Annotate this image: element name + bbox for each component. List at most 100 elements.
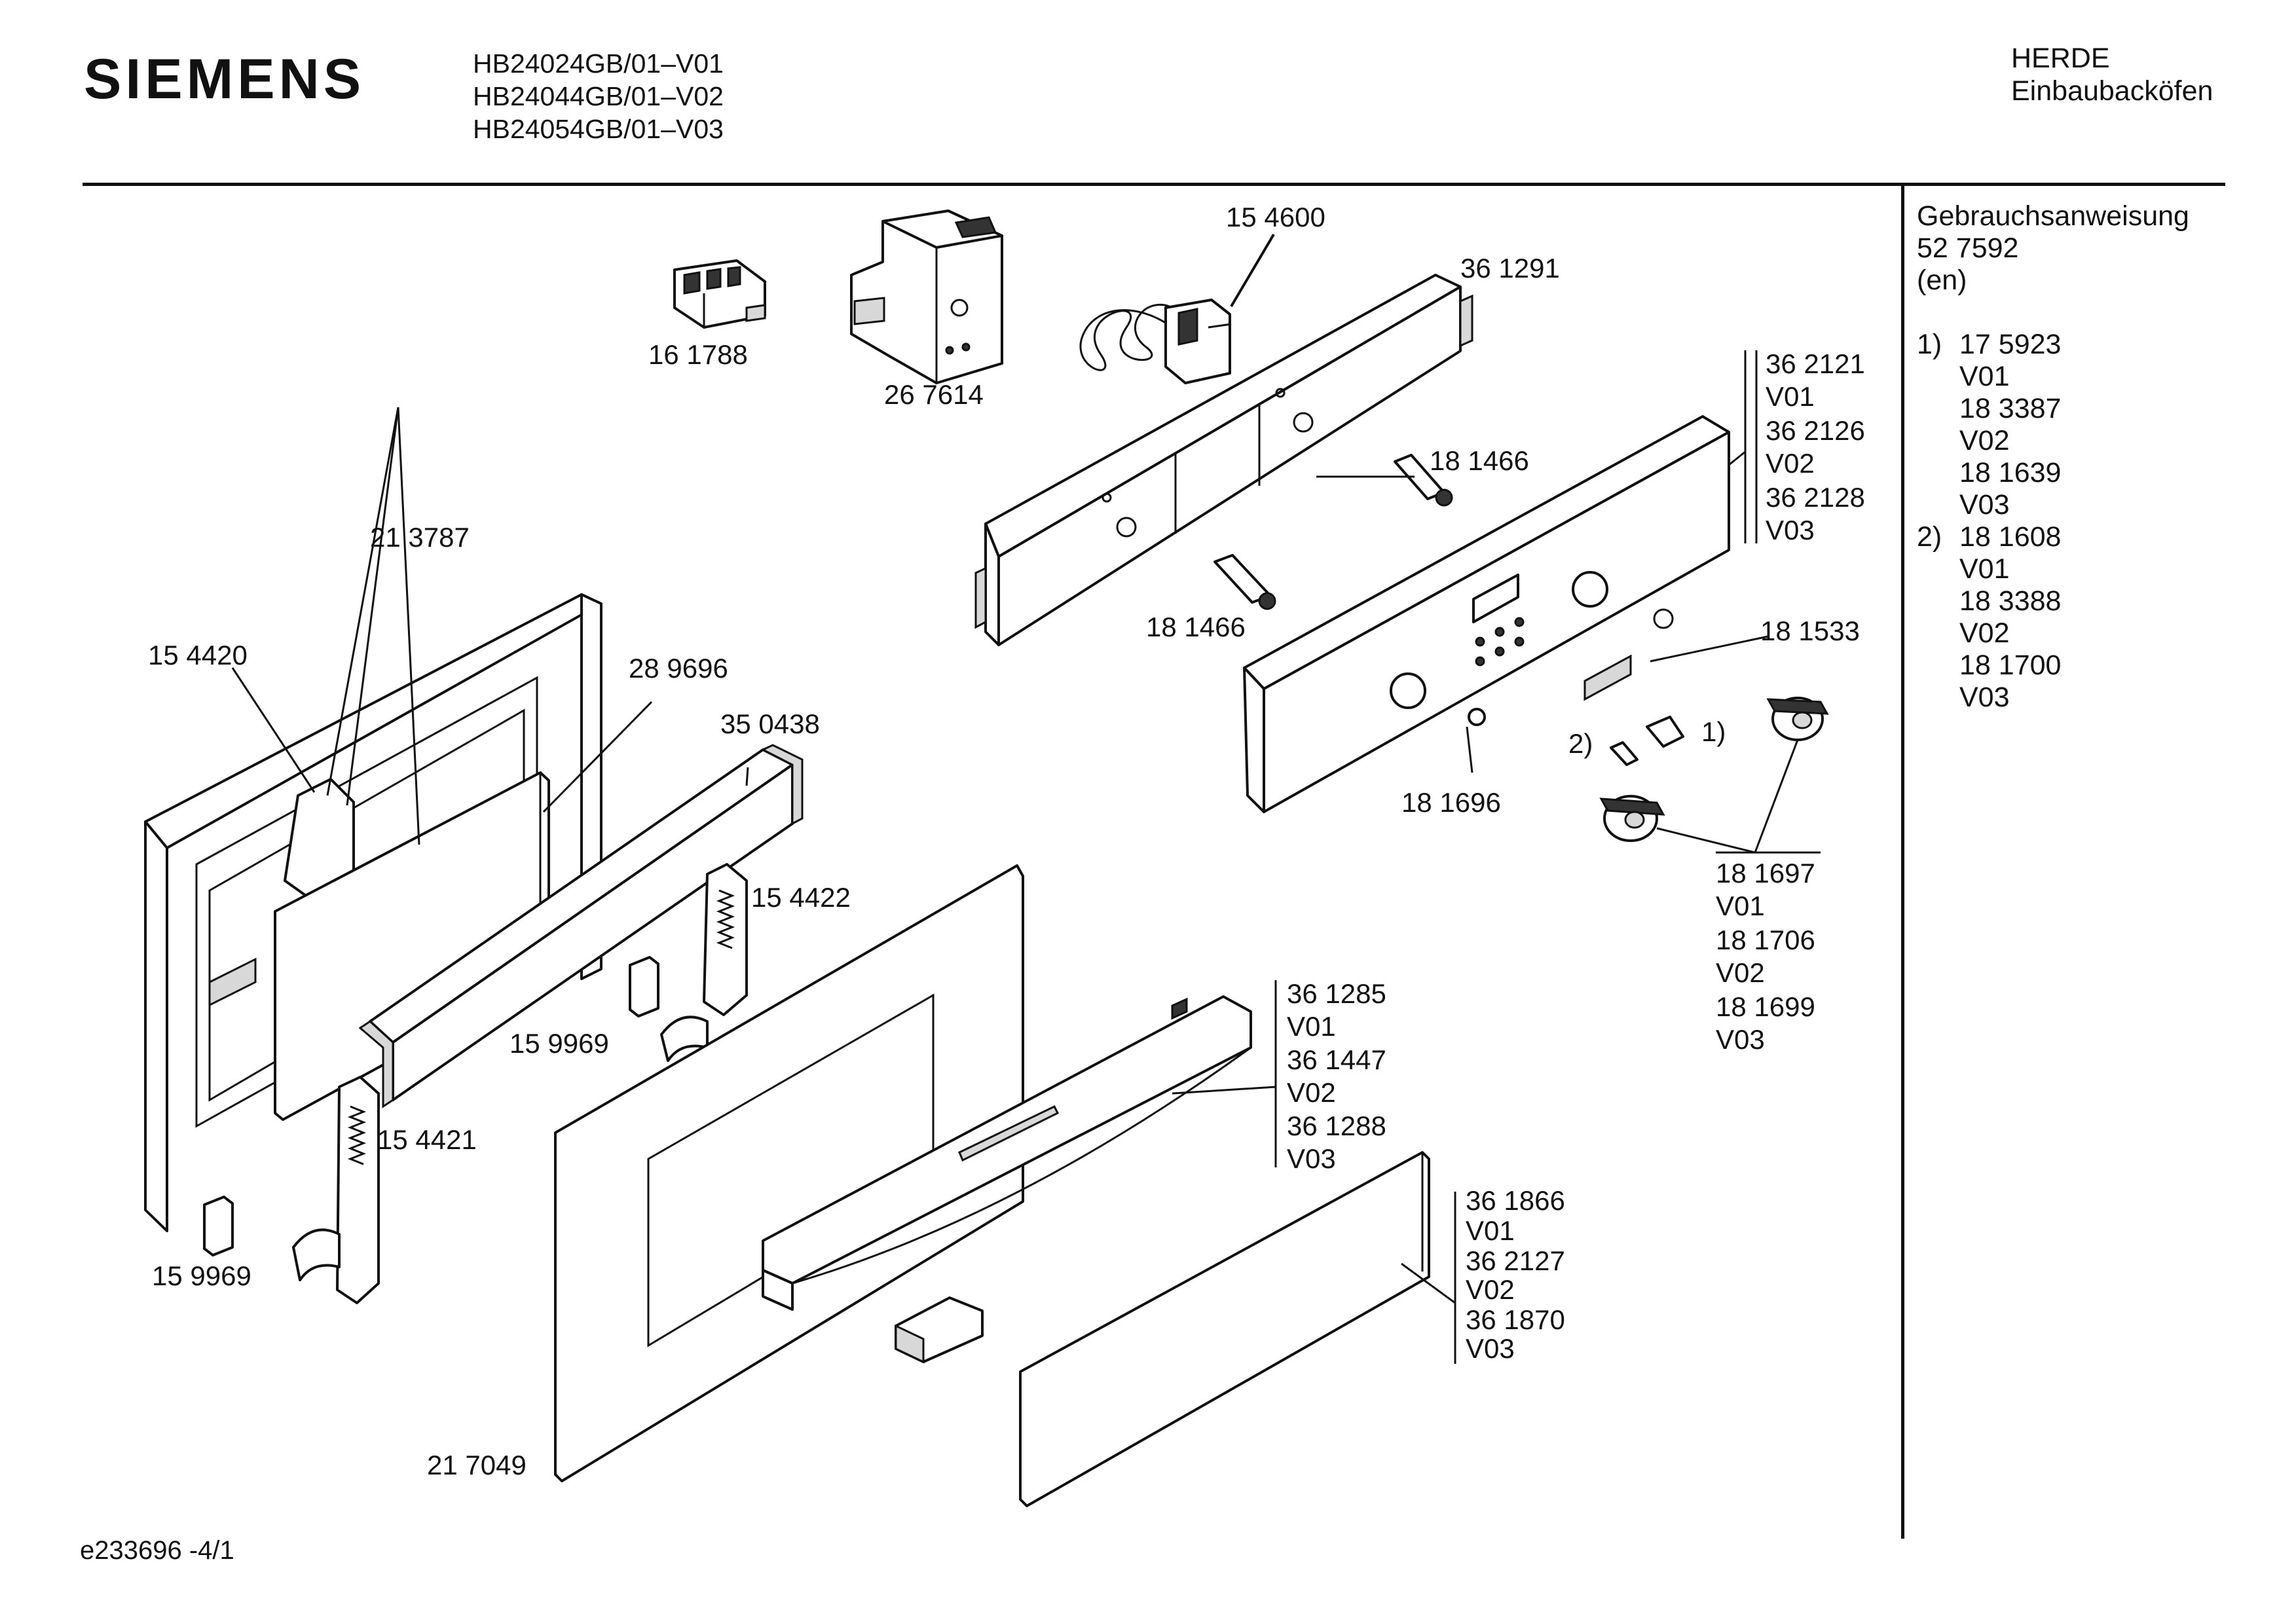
variant-label: 36 2121 [1766,348,1865,379]
thermostat-drawing [1079,233,1275,384]
variant-label: 36 1870 [1466,1304,1565,1335]
reference-marker: 1) [1917,329,1942,360]
part-number-181466-upper: 18 1466 [1430,445,1529,476]
strip-variant-group: 36 1866 V01 36 2127 V02 36 1870 V03 [1466,1185,1565,1364]
reference-row: 1) 17 5923 [1917,329,2189,361]
part-number-217049: 21 7049 [427,1450,527,1480]
variant-label: 36 1447 [1287,1044,1386,1075]
part-number-361291: 36 1291 [1460,253,1560,284]
note-marker-1: 1) [1701,716,1726,747]
panel-variant-group: 36 2121 V01 36 2126 V02 36 2128 V03 [1755,348,1865,545]
reference-value: 18 1700 [1959,650,2062,681]
reference-row: V01 [1917,553,2189,585]
variant-label: 36 2127 [1466,1245,1565,1276]
reference-value: 18 1639 [1959,457,2062,488]
reference-row: 18 3387 [1917,393,2189,425]
reference-row: V03 [1917,489,2189,521]
variant-label: 36 1285 [1287,978,1386,1009]
reference-list: 1) 17 5923 V01 18 3387 V02 18 1639 V03 2)… [1917,329,2189,714]
part-number-181466-lower: 18 1466 [1146,612,1246,642]
door-hinge-drawing-b [292,1076,380,1304]
variant-label: 36 2128 [1766,482,1865,513]
product-category: HERDE Einbaubacköfen [2011,42,2213,107]
variant-label: V02 [1287,1077,1336,1108]
lamp-holder-drawing-b [1213,554,1276,610]
variant-label: V02 [1466,1274,1515,1305]
reference-value: V02 [1959,425,2010,456]
reference-value: V01 [1959,361,2010,392]
reference-value: V03 [1959,489,2010,521]
selector-switch-drawing [673,259,766,329]
reference-row: 2) 18 1608 [1917,521,2189,553]
variant-label: V03 [1716,1024,1765,1055]
variant-label: V02 [1766,448,1815,479]
variant-label: 36 2126 [1766,415,1865,446]
part-number-159969-lower: 15 9969 [152,1260,251,1291]
reference-value: V03 [1959,682,2010,713]
category-name: HERDE [2011,43,2110,74]
leader-lines [231,350,1821,1364]
part-number-154421: 15 4421 [377,1124,477,1155]
variant-label: 36 1288 [1287,1110,1386,1141]
part-number-154420: 15 4420 [148,640,248,670]
door-hinge-drawing-a [660,863,748,1062]
manual-language: (en) [1917,265,1967,296]
sidebar-rule [1901,185,1904,1539]
knob-variant-group: 18 1697 V01 18 1706 V02 18 1699 V03 [1716,858,1815,1055]
reference-value: 17 5923 [1959,329,2062,360]
door-catch-drawing [895,1296,984,1364]
reference-row: 18 1700 [1917,650,2189,682]
note-marker-2: 2) [1568,728,1593,759]
part-number-181696: 18 1696 [1401,787,1501,818]
variant-label: V01 [1466,1215,1515,1246]
manual-number: 52 7592 [1917,232,2019,264]
control-panel-drawing [1243,415,1730,813]
header-rule [83,183,2225,186]
brand-logo: SIEMENS [84,48,365,111]
variant-label: 36 1866 [1466,1185,1565,1216]
manual-title: Gebrauchsanweisung [1917,200,2189,232]
variant-label: 18 1699 [1716,991,1815,1022]
reference-row: V02 [1917,617,2189,650]
knob-adapter-drawing [1468,708,1684,766]
model-list: HB24024GB/01–V01 HB24044GB/01–V02 HB2405… [473,47,724,145]
variant-label: V02 [1716,957,1765,988]
reference-value: 18 3387 [1959,393,2062,424]
variant-label: V01 [1766,381,1815,412]
model-number: HB24044GB/01–V02 [473,81,724,111]
variant-label: V03 [1466,1333,1515,1364]
category-subname: Einbaubacköfen [2011,75,2213,107]
control-knob-drawing-a [1766,697,1829,741]
model-number: HB24024GB/01–V01 [473,48,724,79]
variant-label: 18 1706 [1716,925,1815,955]
variant-label: V03 [1287,1143,1336,1174]
control-knob-drawing-b [1599,795,1665,842]
part-number-213787: 21 3787 [370,522,470,553]
handle-variant-group: 36 1285 V01 36 1447 V02 36 1288 V03 [1287,978,1386,1174]
part-number-267614: 26 7614 [884,379,984,410]
reference-row: V03 [1917,682,2189,714]
hinge-spacer-drawing-b [203,1196,234,1256]
door-rail-drawing [358,744,804,1108]
manual-reference-panel: Gebrauchsanweisung 52 7592 (en) 1) 17 592… [1917,200,2189,714]
part-number-161788: 16 1788 [648,339,748,370]
reference-value: V02 [1959,617,2010,649]
reference-marker: 2) [1917,521,1942,553]
reference-value: 18 1608 [1959,521,2062,553]
reference-row: 18 3388 [1917,585,2189,617]
model-number: HB24054GB/01–V03 [473,114,724,144]
reference-value: V01 [1959,553,2010,585]
door-handle-drawing [762,995,1252,1311]
part-number-289696: 28 9696 [629,653,728,684]
hinge-spacer-drawing-a [629,956,659,1017]
panel-bracket-drawing [974,274,1473,646]
fascia-strip-drawing [1019,1151,1430,1507]
variant-label: V01 [1716,890,1765,921]
variant-label: V03 [1766,515,1815,545]
part-number-350438: 35 0438 [720,708,820,739]
reference-value: 18 3388 [1959,585,2062,617]
lamp-holder-drawing-a [1394,454,1453,507]
reference-row: 18 1639 [1917,457,2189,489]
